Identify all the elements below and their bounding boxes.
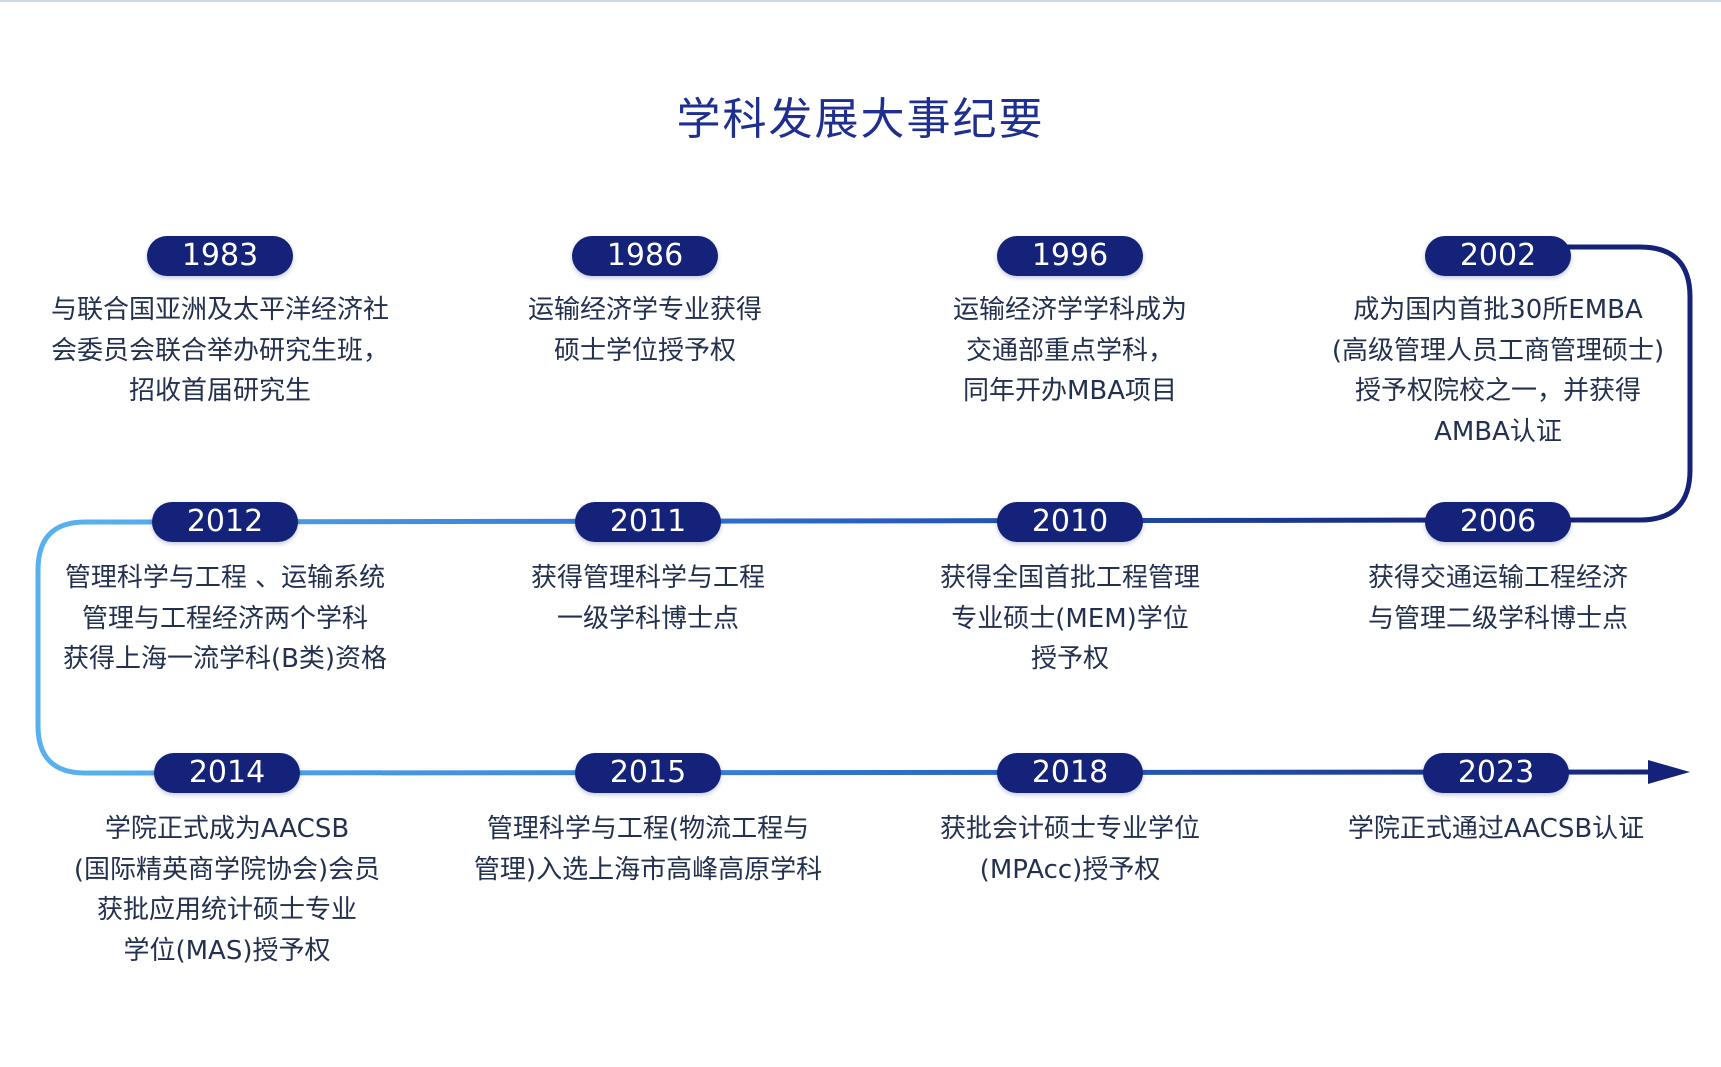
timeline-row-3-line: [84, 769, 1669, 776]
event-description-2006: 获得交通运输工程经济 与管理二级学科博士点: [1367, 563, 1628, 634]
year-badge-1986: 1986: [572, 236, 718, 276]
year-badge-2011: 2011: [575, 502, 721, 542]
timeline-row-2-line: [84, 517, 1501, 525]
timeline-left-connector: [35, 519, 86, 776]
event-description-2018: 获批会计硕士专业学位 (MPAcc)授予权: [939, 814, 1200, 885]
year-badge-2006: 2006: [1425, 502, 1571, 542]
year-badge-1996: 1996: [997, 236, 1143, 276]
year-badge-2015: 2015: [575, 753, 721, 793]
year-badge-1983: 1983: [147, 236, 293, 276]
timeline-arrow-head: [1648, 760, 1690, 784]
year-badge-2014: 2014: [154, 753, 300, 793]
year-badge-2002: 2002: [1425, 236, 1571, 276]
page-title: 学科发展大事纪要: [676, 94, 1045, 145]
event-description-2014: 学院正式成为AACSB (国际精英商学院协会)会员 获批应用统计硕士专业 学位(…: [73, 814, 381, 966]
event-description-2015: 管理科学与工程(物流工程与 管理)入选上海市高峰高原学科: [473, 814, 823, 885]
year-badge-2018: 2018: [997, 753, 1143, 793]
event-description-2010: 获得全国首批工程管理 专业硕士(MEM)学位 授予权: [939, 563, 1200, 674]
event-description-2011: 获得管理科学与工程 一级学科博士点: [530, 563, 765, 634]
year-badge-2023: 2023: [1423, 753, 1569, 793]
year-badge-2012: 2012: [152, 502, 298, 542]
top-divider: [0, 0, 1721, 2]
event-description-2012: 管理科学与工程 、运输系统 管理与工程经济两个学科 获得上海一流学科(B类)资格: [62, 563, 388, 674]
timeline-right-connector: [1500, 244, 1693, 523]
event-description-2023: 学院正式通过AACSB认证: [1347, 814, 1645, 844]
event-description-1986: 运输经济学专业获得 硕士学位授予权: [527, 295, 762, 366]
event-description-1996: 运输经济学学科成为 交通部重点学科， 同年开办MBA项目: [952, 295, 1187, 406]
year-badge-2010: 2010: [997, 502, 1143, 542]
event-description-1983: 与联合国亚洲及太平洋经济社 会委员会联合举办研究生班， 招收首届研究生: [50, 295, 389, 406]
event-description-2002: 成为国内首批30所EMBA (高级管理人员工商管理硕士) 授予权院校之一，并获得…: [1331, 295, 1665, 447]
